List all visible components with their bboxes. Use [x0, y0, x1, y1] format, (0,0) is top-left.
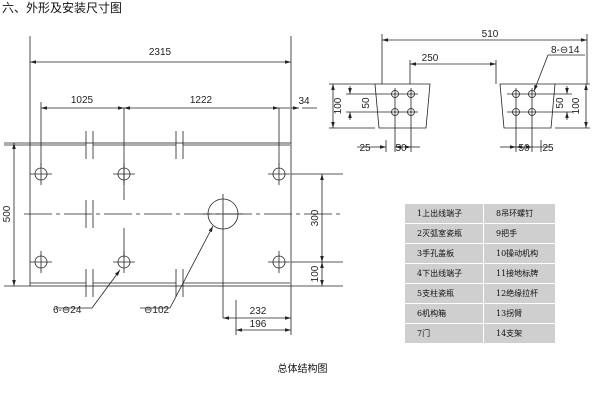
- mounting-hole: [30, 163, 52, 185]
- legend-row: 7门 14支架: [404, 323, 556, 344]
- label-25-left: 25: [359, 143, 371, 154]
- legend-cell: 9把手: [483, 223, 556, 244]
- label-100-right: 100: [571, 97, 582, 114]
- mounting-hole: [268, 163, 290, 185]
- legend-cell: 2灭弧室瓷瓶: [404, 223, 484, 244]
- label-25-right: 25: [542, 143, 554, 154]
- parts-legend: 1上出线端子 8吊环螺钉 2灭弧室瓷瓶 9把手 3手孔盖板 10操动机构 4下出…: [404, 203, 556, 344]
- label-100: 100: [310, 265, 321, 282]
- legend-cell: 5支柱瓷瓶: [404, 283, 484, 304]
- legend-row: 1上出线端子 8吊环螺钉: [404, 203, 556, 224]
- legend-cell: 4下出线端子: [404, 263, 484, 284]
- label-232: 232: [250, 306, 267, 317]
- label-1222: 1222: [190, 95, 213, 106]
- legend-cell: 11接地标牌: [483, 263, 556, 284]
- legend-cell: 10操动机构: [483, 243, 556, 264]
- label-196: 196: [250, 319, 267, 330]
- label-50-right: 50: [555, 97, 566, 109]
- mounting-hole: [30, 251, 52, 273]
- label-50-bottom-left: 50: [395, 143, 407, 154]
- flange-left: [374, 83, 431, 152]
- label-34: 34: [298, 96, 310, 107]
- legend-row: 3手孔盖板 10操动机构: [404, 243, 556, 264]
- label-hole-102: ⊖102: [144, 305, 170, 316]
- legend-row: 4下出线端子 11接地标牌: [404, 263, 556, 284]
- cable-entry-hole: [203, 194, 243, 318]
- label-300: 300: [310, 209, 321, 226]
- label-50-left: 50: [361, 97, 372, 109]
- housing-outline: [29, 142, 292, 287]
- legend-cell: 7门: [404, 323, 484, 344]
- legend-cell: 14支架: [483, 323, 556, 344]
- legend-row: 5支柱瓷瓶 12绝缘拉杆: [404, 283, 556, 304]
- label-500: 500: [2, 205, 13, 222]
- label-1025: 1025: [71, 95, 94, 106]
- label-holes: 6-⊖24: [53, 305, 82, 316]
- legend-cell: 1上出线端子: [404, 203, 484, 224]
- label-250: 250: [422, 53, 439, 64]
- legend-cell: 6机构箱: [404, 303, 484, 324]
- legend-row: 2灭弧室瓷瓶 9把手: [404, 223, 556, 244]
- label-bolts: 8-⊖14: [551, 45, 580, 56]
- flange-right: [499, 83, 572, 152]
- legend-row: 6机构箱 13拐臂: [404, 303, 556, 324]
- legend-cell: 8吊环螺钉: [483, 203, 556, 224]
- label-100-left: 100: [333, 97, 344, 114]
- legend-cell: 3手孔盖板: [404, 243, 484, 264]
- label-2315: 2315: [149, 47, 172, 58]
- label-50-bottom-right: 50: [518, 143, 530, 154]
- legend-cell: 12绝缘拉杆: [483, 283, 556, 304]
- figure-caption: 总体结构图: [277, 364, 328, 375]
- label-510: 510: [482, 29, 499, 40]
- mounting-hole: [268, 251, 290, 273]
- page-heading: 六、外形及安装尺寸图: [2, 1, 123, 15]
- legend-cell: 13拐臂: [483, 303, 556, 324]
